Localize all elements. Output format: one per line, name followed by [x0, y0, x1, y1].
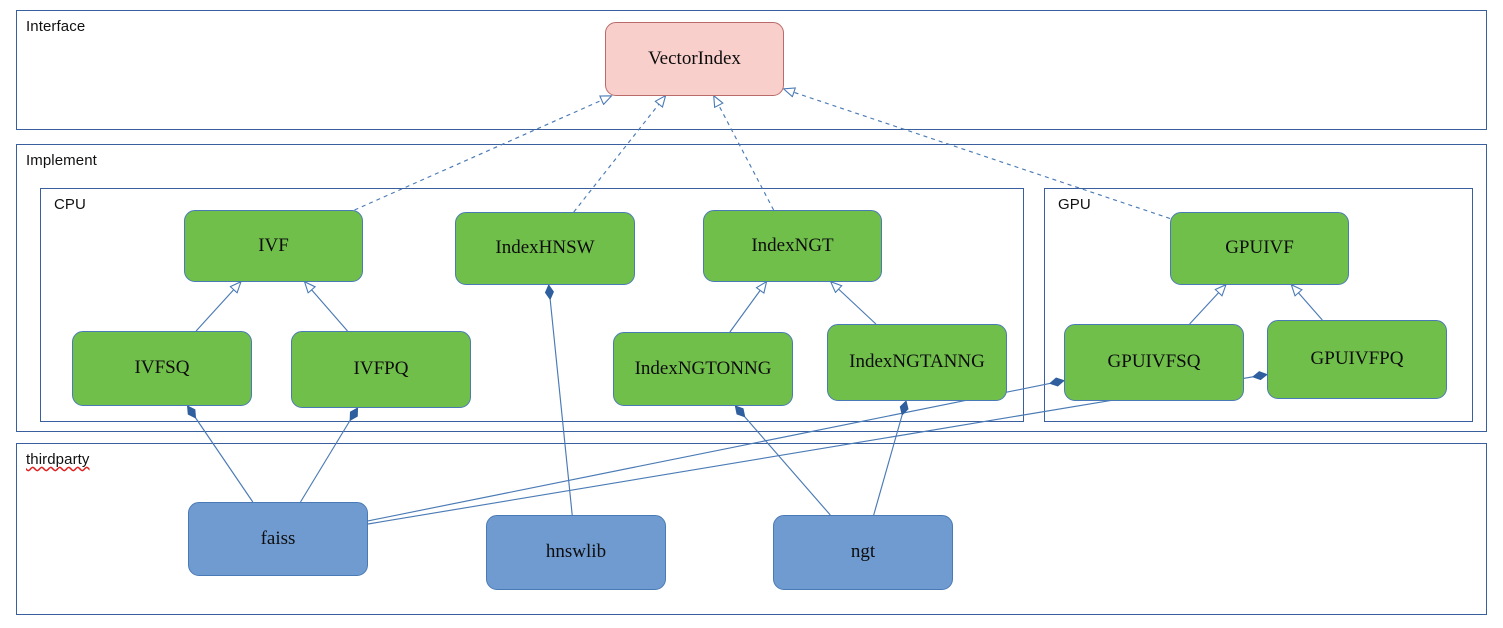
group-label-implement: Implement [26, 152, 97, 169]
class-node-label: GPUIVF [1225, 237, 1294, 259]
class-node-gpuivf[interactable]: GPUIVF [1170, 212, 1349, 285]
class-node-label: ngt [850, 541, 876, 563]
class-node-label: hnswlib [545, 541, 607, 563]
class-node-indexngt[interactable]: IndexNGT [703, 210, 882, 282]
class-node-vectorindex[interactable]: VectorIndex [605, 22, 784, 96]
group-label-thirdparty: thirdparty [26, 451, 90, 468]
class-node-ivfsq[interactable]: IVFSQ [72, 331, 252, 406]
group-label-interface: Interface [26, 18, 86, 35]
class-node-ngt[interactable]: ngt [773, 515, 953, 590]
class-node-ivf[interactable]: IVF [184, 210, 363, 282]
class-node-label: IndexHNSW [495, 237, 595, 259]
class-node-label: VectorIndex [648, 47, 741, 69]
class-node-gpuivfpq[interactable]: GPUIVFPQ [1267, 320, 1447, 399]
class-node-label: faiss [260, 527, 296, 549]
class-node-label: IVFSQ [134, 357, 190, 379]
group-label-gpu: GPU [1058, 196, 1091, 213]
class-node-gpuivfsq[interactable]: GPUIVFSQ [1064, 324, 1244, 401]
class-node-indexngtanng[interactable]: IndexNGTANNG [827, 324, 1007, 401]
class-node-label: IndexNGTANNG [849, 351, 985, 373]
class-node-ivfpq[interactable]: IVFPQ [291, 331, 471, 408]
group-label-cpu: CPU [54, 196, 86, 213]
class-node-label: IndexNGTONNG [634, 357, 772, 379]
class-node-label: GPUIVFSQ [1107, 351, 1201, 373]
class-node-indexngtonng[interactable]: IndexNGTONNG [613, 332, 793, 406]
class-node-hnswlib[interactable]: hnswlib [486, 515, 666, 590]
class-node-label: IndexNGT [751, 234, 834, 256]
class-node-label: IVFPQ [353, 358, 409, 380]
class-node-label: IVF [258, 234, 289, 256]
class-node-indexhnsw[interactable]: IndexHNSW [455, 212, 635, 285]
class-node-faiss[interactable]: faiss [188, 502, 368, 576]
class-node-label: GPUIVFPQ [1310, 348, 1404, 370]
